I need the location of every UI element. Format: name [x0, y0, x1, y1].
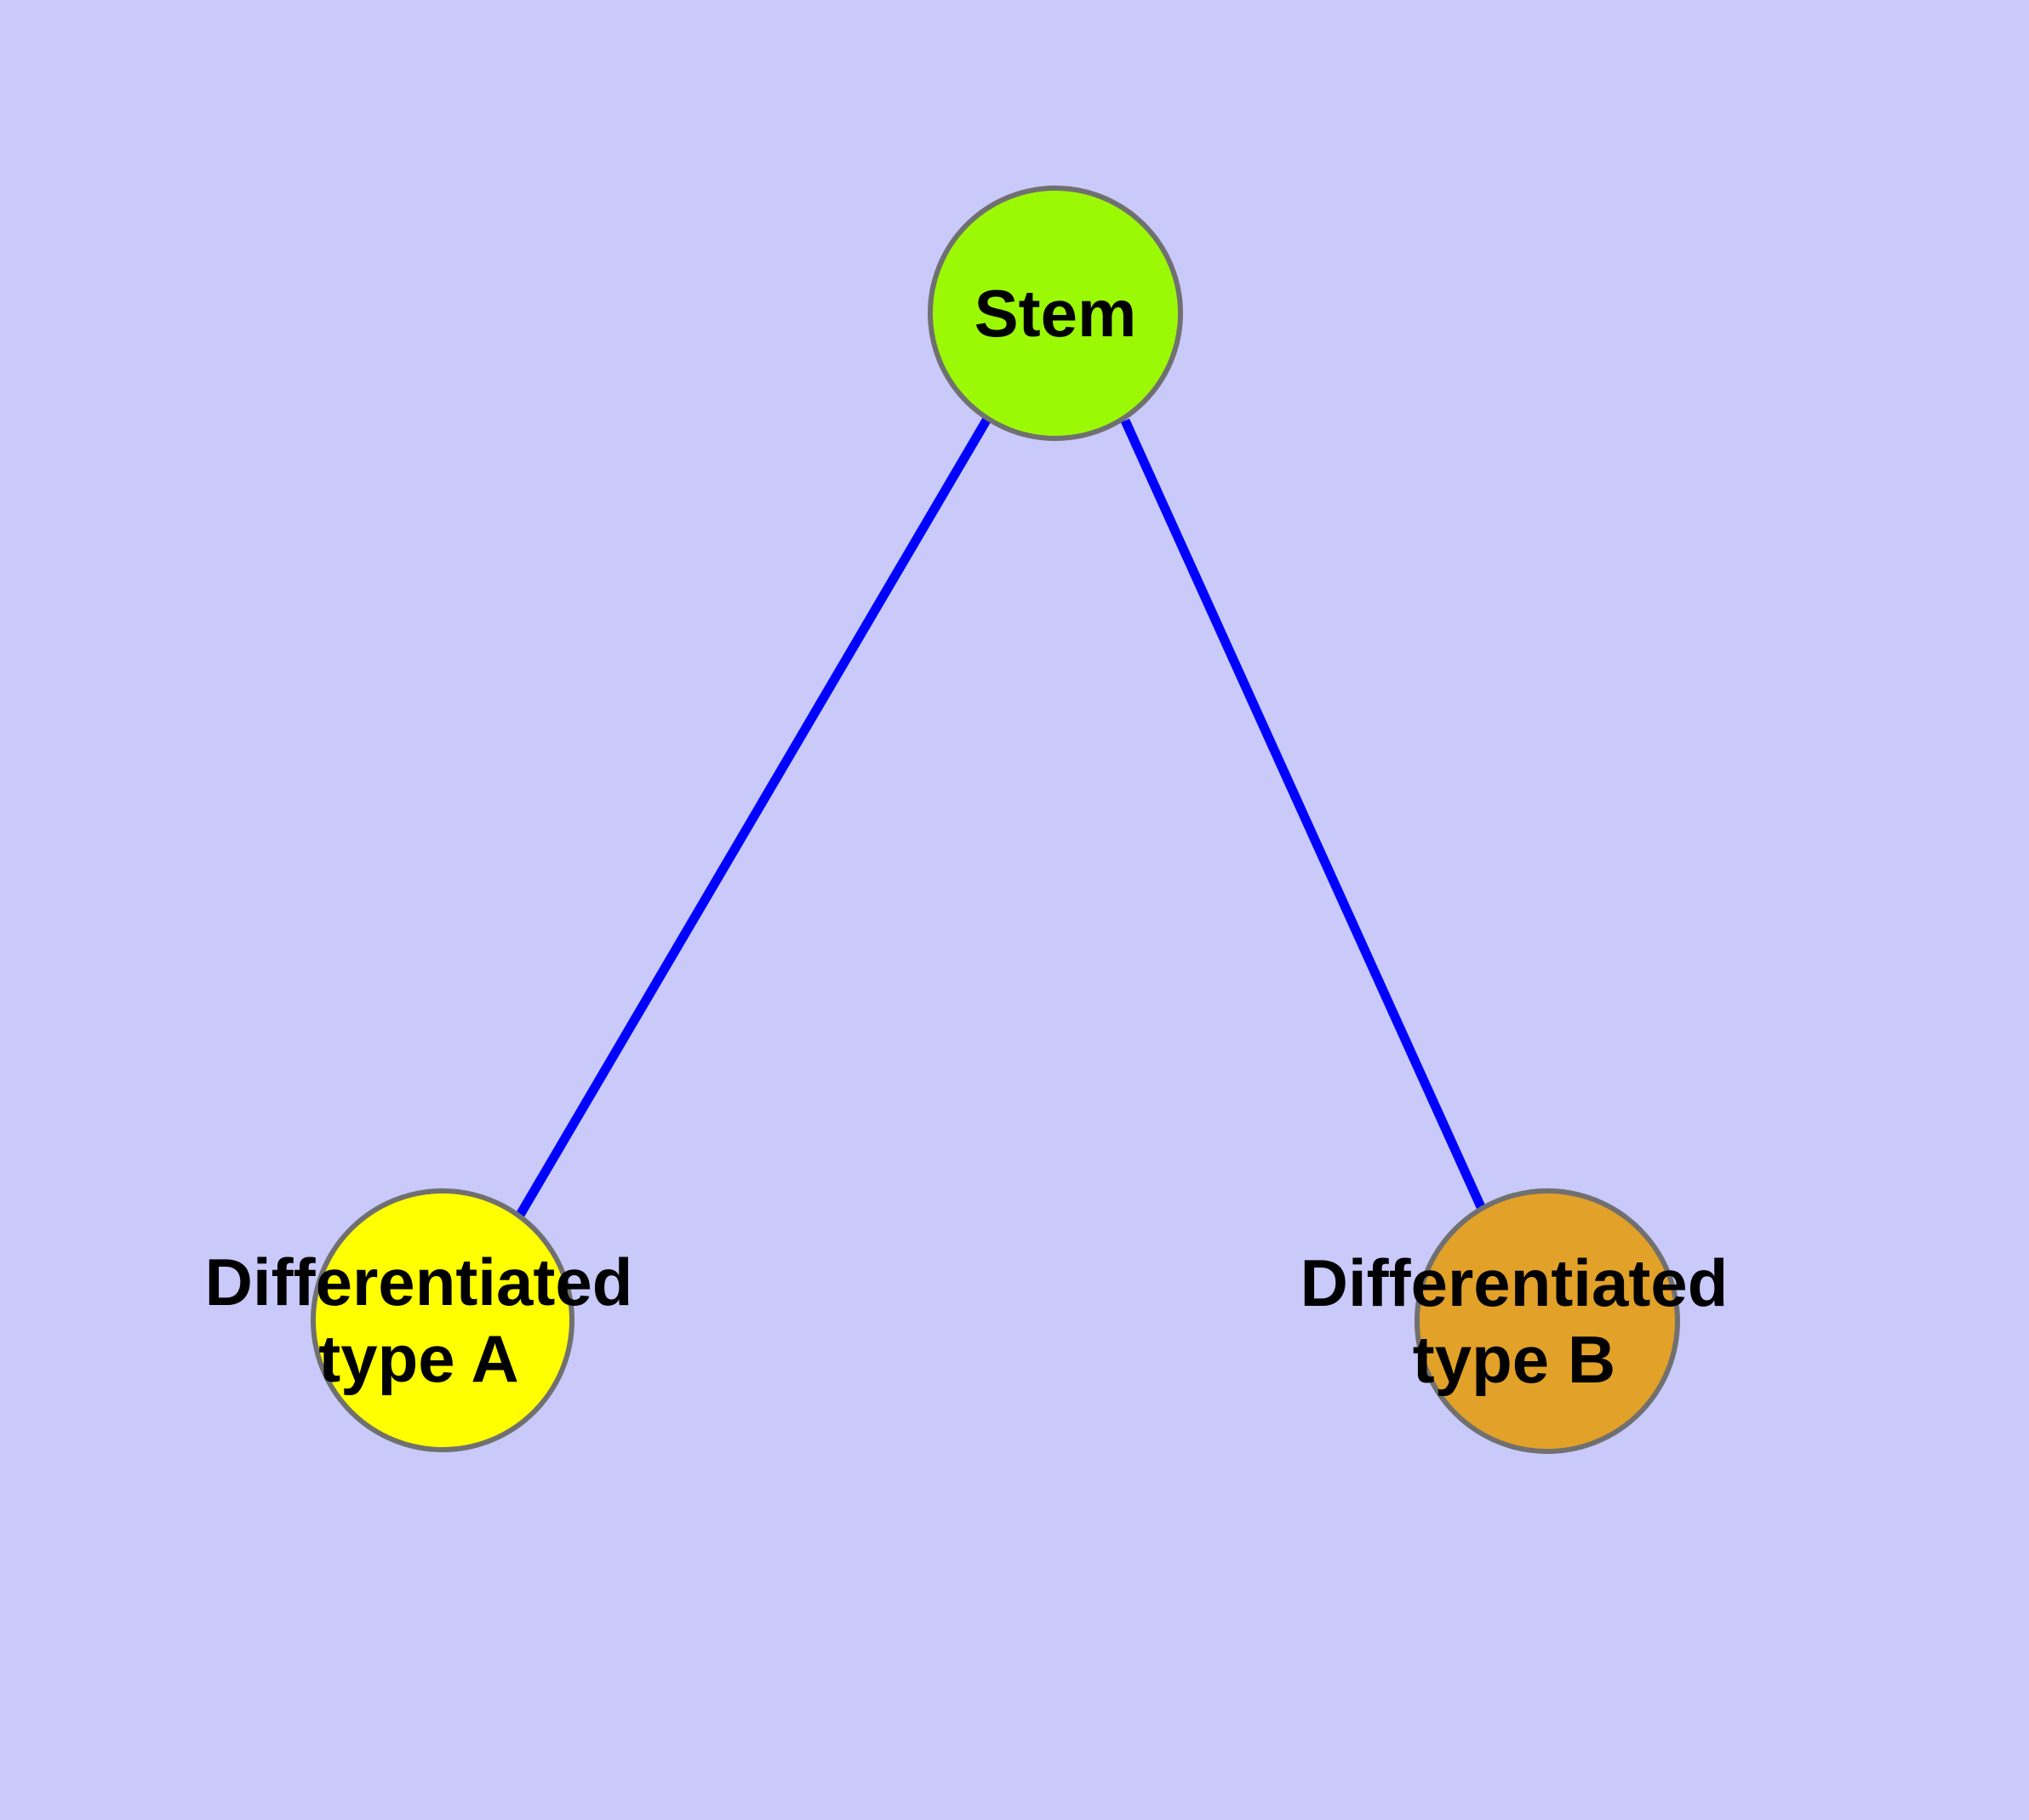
node-label-line: Differentiated	[1300, 1245, 1729, 1320]
edges-layer	[512, 416, 1487, 1223]
graph-edge	[1120, 418, 1487, 1211]
node-label-stem: Stem	[974, 276, 1137, 351]
graph-edge	[512, 416, 992, 1223]
node-label-line: type A	[318, 1321, 519, 1396]
node-label-line: Stem	[974, 276, 1137, 351]
graph-node-stem[interactable]	[928, 186, 1183, 441]
node-label-line: type B	[1413, 1322, 1615, 1397]
graph-node-diff-b[interactable]	[1415, 1188, 1680, 1454]
node-label-line: Differentiated	[205, 1245, 633, 1319]
graph-node-diff-a[interactable]	[311, 1188, 574, 1452]
nodes-layer	[311, 186, 1680, 1454]
